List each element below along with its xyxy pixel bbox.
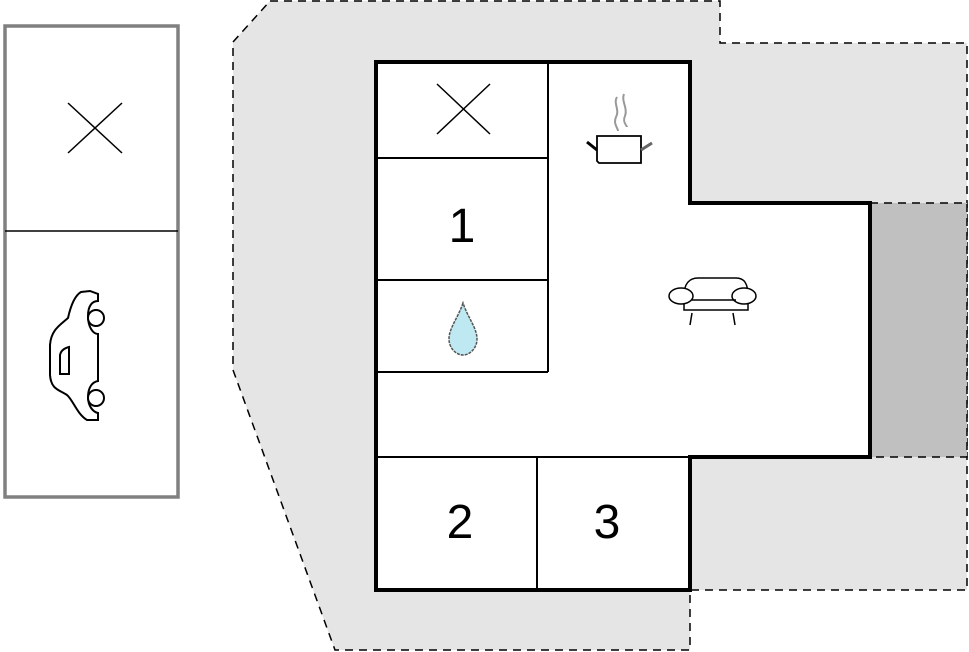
cross-icon [436, 83, 491, 135]
armchair-icon [668, 277, 757, 326]
interior-walls [376, 62, 690, 590]
car-icon [49, 289, 105, 421]
room-label-1: 1 [449, 200, 476, 253]
room-label-3: 3 [594, 496, 621, 549]
water-drop-icon [448, 300, 478, 356]
cooking-pot-icon [586, 93, 653, 164]
terrace [869, 202, 968, 458]
garage [3, 24, 180, 499]
room-label-2: 2 [447, 496, 474, 549]
cross-icon [67, 102, 123, 154]
